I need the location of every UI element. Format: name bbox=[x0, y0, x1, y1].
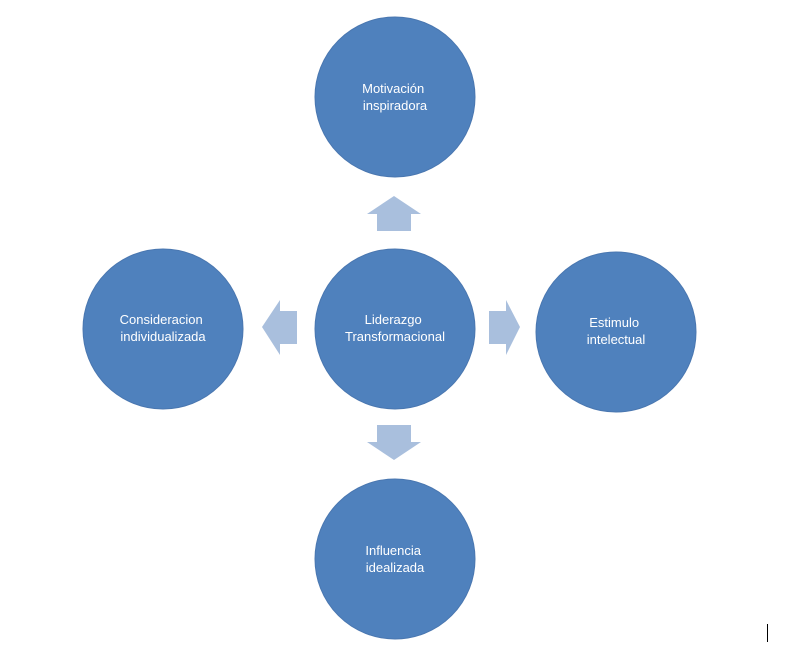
node-right-circle bbox=[535, 251, 697, 413]
node-center-label: Liderazgo Transformacional bbox=[345, 312, 445, 344]
node-top-circle bbox=[314, 16, 476, 178]
node-right-label-line2: intelectual bbox=[587, 332, 646, 347]
node-center[interactable]: Liderazgo Transformacional bbox=[314, 248, 476, 410]
node-left-circle bbox=[82, 248, 244, 410]
arrow-up-icon bbox=[367, 196, 421, 231]
node-right-label: Estimulo intelectual bbox=[587, 315, 646, 347]
node-bottom-label-line1: Influencia bbox=[365, 543, 421, 558]
node-center-label-line1: Liderazgo bbox=[365, 312, 422, 327]
node-center-label-line2: Transformacional bbox=[345, 329, 445, 344]
arrow-down-icon bbox=[367, 425, 421, 460]
node-bottom-circle bbox=[314, 478, 476, 640]
node-left-label: Consideracion individualizada bbox=[120, 312, 207, 344]
node-left-label-line2: individualizada bbox=[120, 329, 206, 344]
node-right-label-line1: Estimulo bbox=[589, 315, 639, 330]
arrow-right-icon bbox=[489, 300, 520, 355]
node-bottom-label: Influencia idealizada bbox=[365, 543, 425, 575]
text-cursor bbox=[767, 624, 768, 642]
arrow-left-icon bbox=[262, 300, 297, 355]
node-top-label: Motivación inspiradora bbox=[362, 81, 428, 113]
node-bottom[interactable]: Influencia idealizada bbox=[314, 478, 476, 640]
node-top-label-line1: Motivación bbox=[362, 81, 424, 96]
node-center-circle bbox=[314, 248, 476, 410]
node-left-label-line1: Consideracion bbox=[120, 312, 203, 327]
node-top[interactable]: Motivación inspiradora bbox=[314, 16, 476, 178]
node-top-label-line2: inspiradora bbox=[363, 98, 428, 113]
node-right[interactable]: Estimulo intelectual bbox=[535, 251, 697, 413]
node-bottom-label-line2: idealizada bbox=[366, 560, 425, 575]
node-left[interactable]: Consideracion individualizada bbox=[82, 248, 244, 410]
